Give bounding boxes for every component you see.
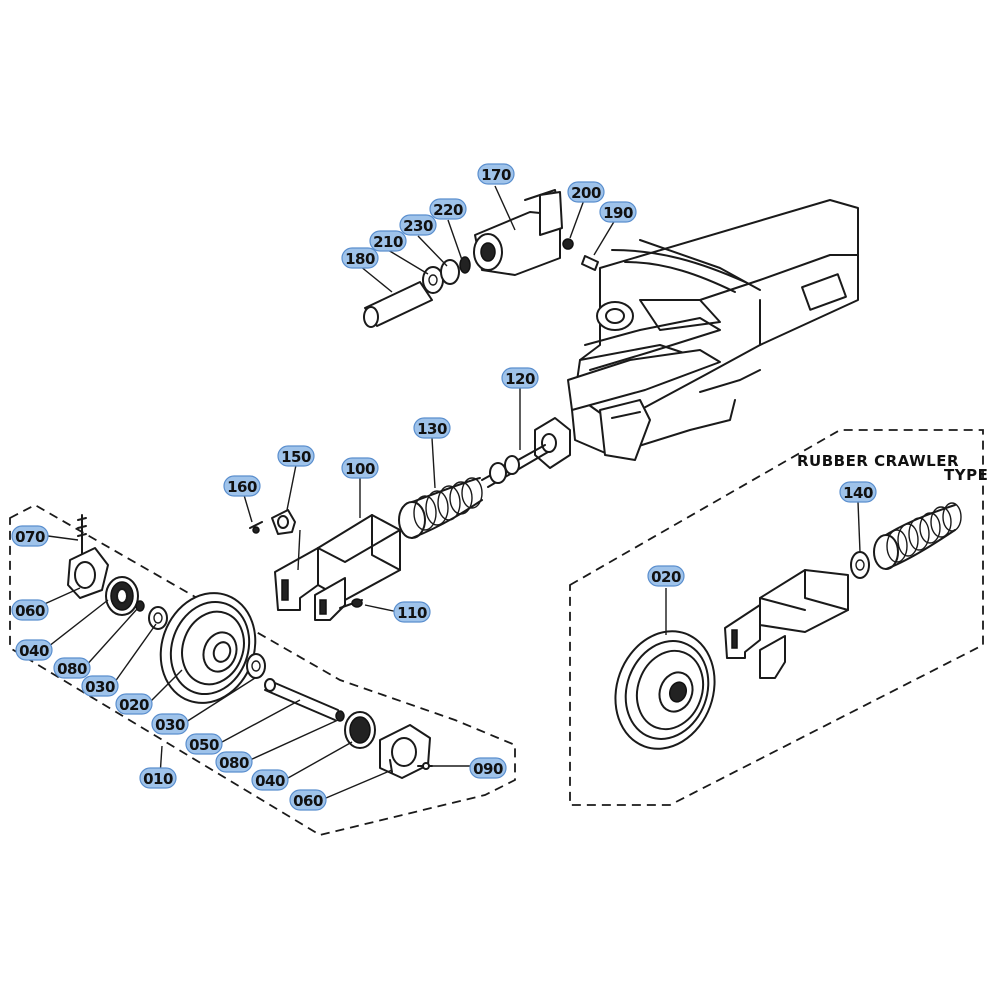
idler-group-outline <box>9 503 516 836</box>
diagram-title-line1: RUBBER CRAWLER <box>797 452 959 470</box>
svg-text:050: 050 <box>189 736 219 754</box>
seal-cover-right <box>379 724 431 779</box>
part-badge-070: 070 <box>11 525 49 547</box>
svg-text:160: 160 <box>227 478 257 496</box>
svg-text:230: 230 <box>403 217 433 235</box>
part-badge-200: 200 <box>567 181 605 203</box>
svg-text:010: 010 <box>143 770 173 788</box>
svg-text:130: 130 <box>417 420 447 438</box>
idler-bracket-rubber <box>724 569 849 679</box>
svg-text:060: 060 <box>15 602 45 620</box>
part-badge-030-left: 030 <box>81 675 119 697</box>
part-badge-130: 130 <box>413 417 451 439</box>
svg-text:020: 020 <box>651 568 681 586</box>
seal-cover-left <box>67 547 109 599</box>
part-badge-020-rubber: 020 <box>647 565 685 587</box>
part-badge-040-right: 040 <box>251 769 289 791</box>
idler-wheel <box>159 592 257 704</box>
svg-text:140: 140 <box>843 484 873 502</box>
adjuster-rod <box>481 417 571 488</box>
part-badge-050: 050 <box>185 733 223 755</box>
svg-text:220: 220 <box>433 201 463 219</box>
idler-bolt <box>77 514 87 561</box>
part-badge-210: 210 <box>369 230 407 252</box>
svg-text:090: 090 <box>473 760 503 778</box>
svg-text:170: 170 <box>481 166 511 184</box>
part-badge-040-left: 040 <box>15 639 53 661</box>
track-frame <box>567 199 859 461</box>
svg-text:080: 080 <box>57 660 87 678</box>
part-badge-180: 180 <box>341 247 379 269</box>
pin-and-bracket-assembly <box>363 189 599 328</box>
part-badge-120: 120 <box>501 367 539 389</box>
svg-text:150: 150 <box>281 448 311 466</box>
svg-text:180: 180 <box>345 250 375 268</box>
svg-text:030: 030 <box>155 716 185 734</box>
leader-lines <box>39 185 861 799</box>
svg-text:120: 120 <box>505 370 535 388</box>
part-badge-110: 110 <box>393 601 431 623</box>
part-badge-010: 010 <box>139 767 177 789</box>
diagram-title-line2: TYPE <box>944 466 988 484</box>
part-badge-060-left: 060 <box>11 599 49 621</box>
svg-text:210: 210 <box>373 233 403 251</box>
grease-fitting <box>249 509 301 571</box>
svg-text:100: 100 <box>345 460 375 478</box>
svg-text:030: 030 <box>85 678 115 696</box>
svg-text:110: 110 <box>397 604 427 622</box>
part-badge-090: 090 <box>469 757 507 779</box>
svg-text:040: 040 <box>255 772 285 790</box>
svg-text:070: 070 <box>15 528 45 546</box>
part-badge-190: 190 <box>599 201 637 223</box>
svg-text:040: 040 <box>19 642 49 660</box>
part-badge-140: 140 <box>839 481 877 503</box>
part-badge-230: 230 <box>399 214 437 236</box>
bushing-right <box>246 653 266 679</box>
part-badge-020-left: 020 <box>115 693 153 715</box>
part-badge-030-right: 030 <box>151 713 189 735</box>
floating-seal-right <box>344 711 376 749</box>
part-badge-060-right: 060 <box>289 789 327 811</box>
svg-text:080: 080 <box>219 754 249 772</box>
part-badge-100: 100 <box>341 457 379 479</box>
cover-bolt <box>417 762 433 770</box>
idler-shaft <box>264 678 339 721</box>
svg-text:200: 200 <box>571 184 601 202</box>
part-badge-150: 150 <box>277 445 315 467</box>
floating-seal-left <box>105 576 139 616</box>
svg-text:060: 060 <box>293 792 323 810</box>
svg-text:190: 190 <box>603 204 633 222</box>
tension-spring-rubber <box>873 502 962 570</box>
idler-bracket <box>274 514 401 621</box>
spring-washer <box>850 551 870 579</box>
part-badge-160: 160 <box>223 475 261 497</box>
tension-spring <box>398 477 483 539</box>
bushing-left <box>148 606 168 630</box>
part-badge-080-right: 080 <box>215 751 253 773</box>
part-badge-220: 220 <box>429 198 467 220</box>
o-ring-right <box>335 710 345 722</box>
idler-wheel-rubber <box>614 630 716 750</box>
part-badge-080-left: 080 <box>53 657 91 679</box>
svg-text:020: 020 <box>119 696 149 714</box>
part-badge-170: 170 <box>477 163 515 185</box>
